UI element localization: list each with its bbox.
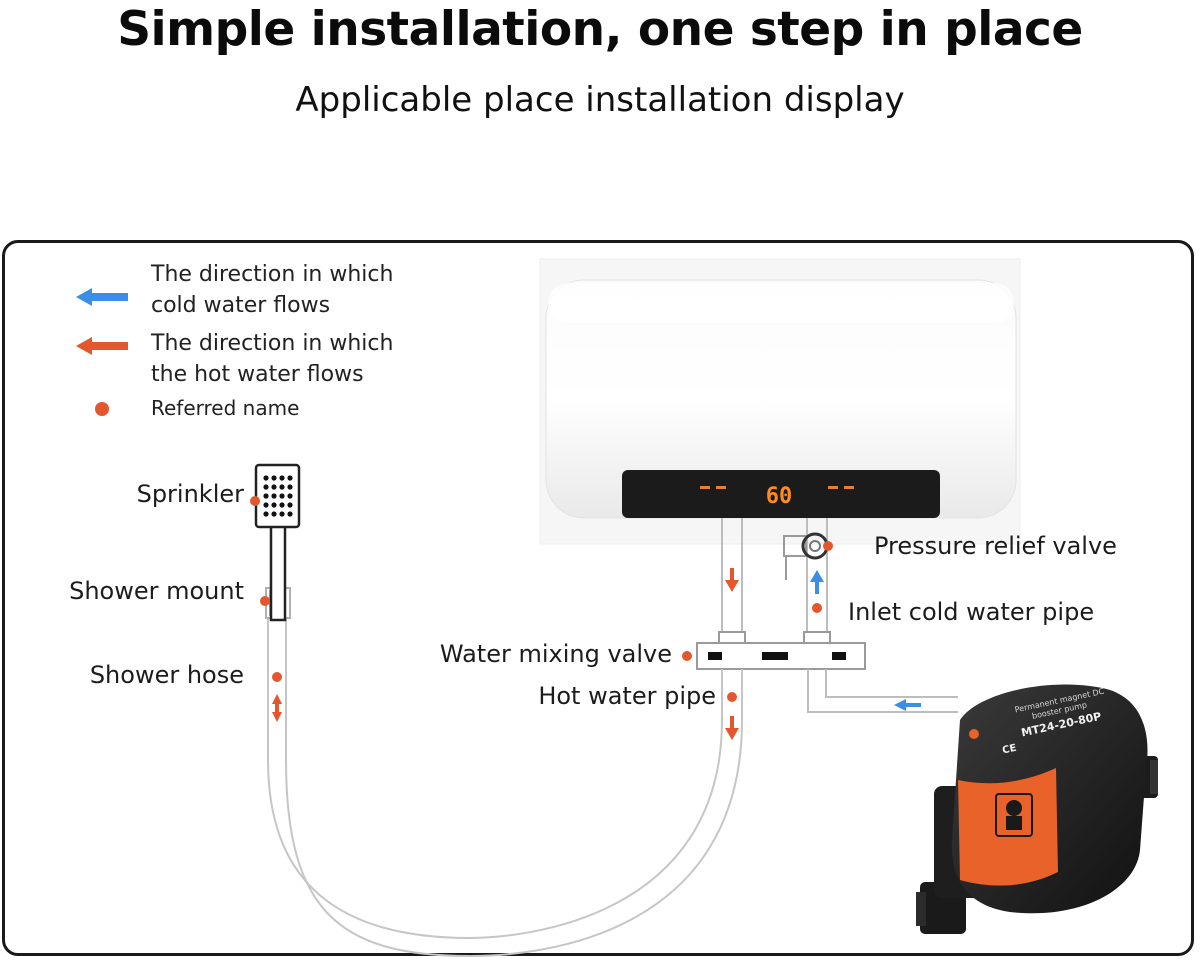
heater-display-temperature: 60: [766, 484, 793, 509]
hose-flow-arrow-right-icon: [725, 716, 739, 740]
marker-hot-water-pipe: [727, 692, 737, 702]
cold-supply-pipe: [807, 669, 958, 713]
shower-hose-pipe: [267, 618, 743, 958]
hot-outlet-pipe: [721, 518, 743, 634]
marker-pressure-relief-valve: [823, 541, 833, 551]
cold-flow-arrow-icon: [810, 570, 824, 594]
legend-hot-line1: The direction in which: [151, 331, 394, 356]
legend-dot-label: Referred name: [151, 396, 300, 420]
label-pressure-relief-valve: Pressure relief valve: [874, 532, 1117, 560]
label-sprinkler: Sprinkler: [136, 480, 244, 508]
label-inlet-cold-water-pipe: Inlet cold water pipe: [848, 598, 1095, 626]
marker-shower-hose: [272, 672, 282, 682]
legend-cold-arrow-icon: [76, 288, 128, 306]
legend-cold-line1: The direction in which: [151, 262, 394, 287]
pump-ce-mark: CE: [1001, 743, 1017, 757]
legend-hot-arrow-icon: [76, 337, 128, 355]
hot-flow-arrow-icon: [725, 568, 739, 592]
sprinkler-head-icon: [254, 463, 301, 529]
legend-hot-label: The direction in which the hot water flo…: [151, 328, 393, 390]
heater-control-panel: [622, 470, 940, 518]
page-subtitle: Applicable place installation display: [295, 80, 905, 120]
shower-handle: [269, 523, 287, 622]
marker-inlet-cold-pipe: [812, 603, 822, 613]
legend-hot-line2: the hot water flows: [151, 362, 364, 387]
page-title: Simple installation, one step in place: [117, 2, 1083, 57]
label-water-mixing-valve: Water mixing valve: [439, 640, 672, 668]
marker-water-mixing-valve: [682, 651, 692, 661]
booster-pump: [916, 684, 1158, 934]
water-mixing-valve: [696, 631, 866, 670]
marker-dots: [250, 496, 833, 702]
label-shower-mount: Shower mount: [69, 577, 244, 605]
cold-supply-arrow-icon: [894, 699, 921, 711]
label-hot-water-pipe: Hot water pipe: [538, 682, 716, 710]
water-heater-tank: [539, 258, 1021, 545]
marker-sprinkler: [250, 496, 260, 506]
legend-cold-line2: cold water flows: [151, 293, 331, 318]
legend-dot-icon: [95, 402, 109, 416]
hose-flow-arrow-left-icon: [272, 694, 282, 722]
marker-shower-mount: [260, 596, 270, 606]
label-shower-hose: Shower hose: [89, 661, 244, 689]
legend-cold-label: The direction in which cold water flows: [151, 259, 393, 321]
